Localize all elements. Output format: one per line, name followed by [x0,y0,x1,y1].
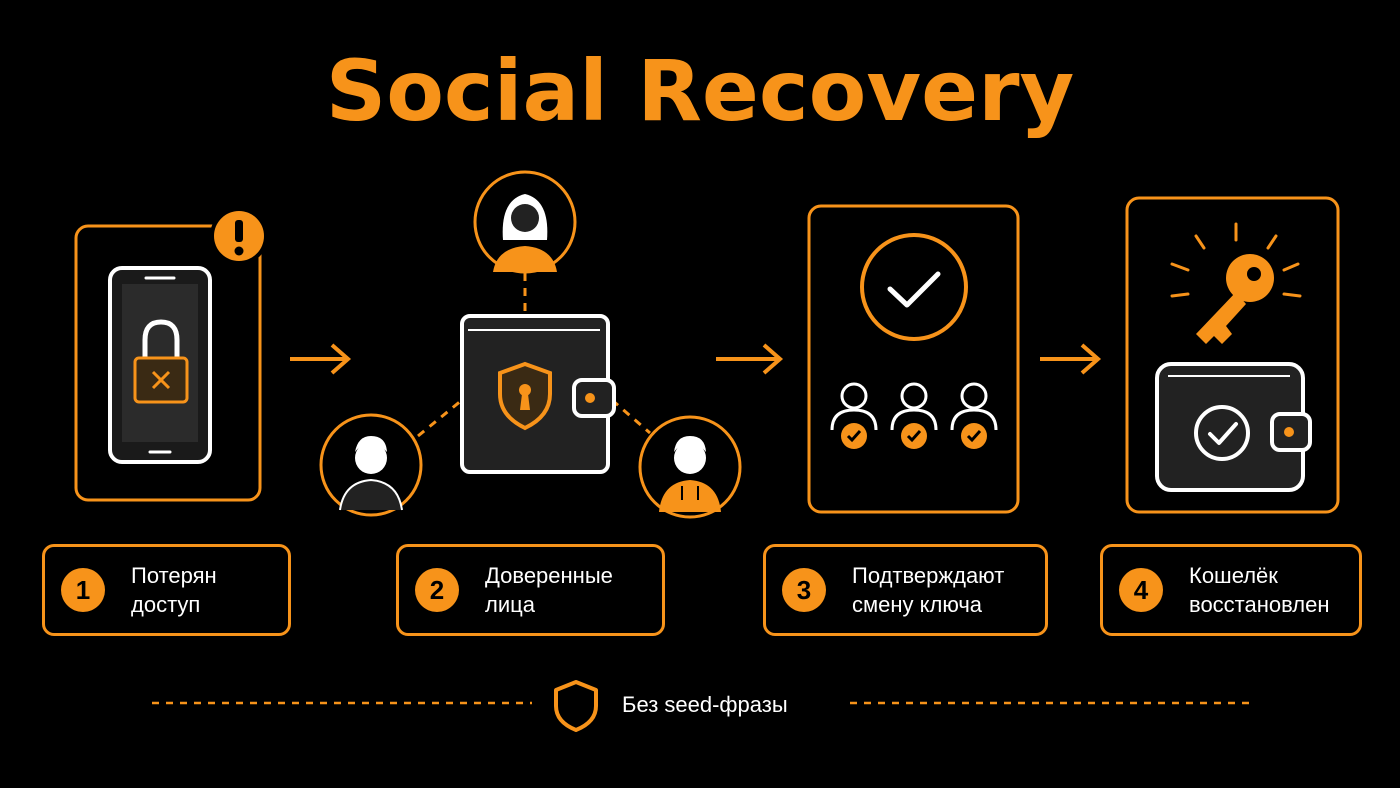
wallet-check-icon [1155,362,1312,492]
step-label: Доверенные лица [485,563,613,617]
arrow-icon [1040,343,1102,375]
person-icon [638,415,742,519]
step-number: 2 [415,568,459,612]
shield-icon [554,680,598,732]
step3-illustration [807,204,1020,514]
check-circle-icon [860,233,968,341]
step-label: Кошелёк восстановлен [1189,563,1330,617]
step-card-1: 1 Потерян доступ [42,544,291,636]
arrow-icon [290,343,352,375]
step-label: Подтверждают смену ключа [852,563,1005,617]
step-label: Потерян доступ [131,563,217,617]
person-icon [319,413,423,517]
shield-keyhole-icon [498,361,552,431]
step-number: 4 [1119,568,1163,612]
step1-illustration [74,207,268,502]
arrow-icon [716,343,784,375]
step-card-4: 4 Кошелёк восстановлен [1100,544,1362,636]
person-icon [473,170,577,274]
alert-icon [210,207,268,265]
step-number: 3 [782,568,826,612]
step4-illustration [1125,196,1340,514]
people-icon [830,382,998,449]
step-number: 1 [61,568,105,612]
page-title: Social Recovery [325,42,1075,140]
step-card-3: 3 Подтверждают смену ключа [763,544,1048,636]
key-icon [1170,222,1302,344]
lock-icon [133,319,189,404]
footer-caption: Без seed-фразы [622,692,788,717]
step-card-2: 2 Доверенные лица [396,544,665,636]
step2-illustration [319,170,742,519]
